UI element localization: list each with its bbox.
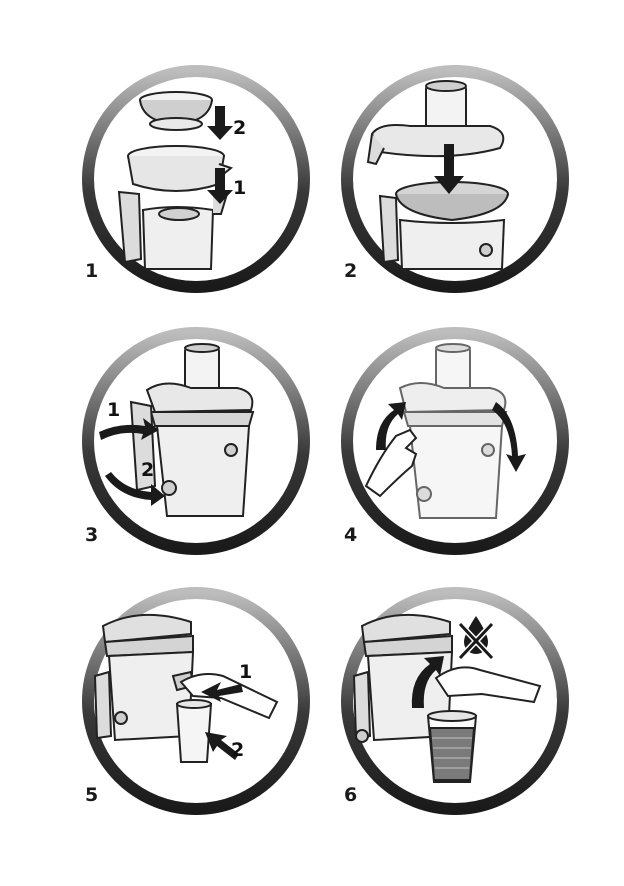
- step-number: 4: [344, 526, 357, 545]
- callout-1: 1: [239, 661, 252, 683]
- callout-2: 2: [231, 739, 244, 761]
- step-number: 3: [85, 526, 98, 545]
- step-1-illustration: 2 1: [81, 64, 311, 294]
- step-5: 1 2 5: [81, 586, 311, 816]
- step-3-illustration: 1 2: [81, 326, 311, 556]
- step-number: 1: [85, 262, 98, 281]
- glass: [428, 711, 476, 782]
- step-1: 2 1 1: [81, 64, 311, 294]
- step-6-illustration: [340, 586, 570, 816]
- step-2-illustration: [340, 64, 570, 294]
- callout-2: 2: [141, 459, 154, 481]
- step-5-illustration: 1 2: [81, 586, 311, 816]
- step-2: 2: [340, 64, 570, 294]
- step-4-illustration: [340, 326, 570, 556]
- step-3: 1 2 3: [81, 326, 311, 556]
- callout-1: 1: [107, 399, 120, 421]
- step-number: 6: [344, 786, 357, 805]
- step-6: 6: [340, 586, 570, 816]
- glass: [177, 700, 211, 762]
- callout-2: 2: [233, 117, 246, 139]
- step-number: 5: [85, 786, 98, 805]
- step-number: 2: [344, 262, 357, 281]
- callout-1: 1: [233, 177, 246, 199]
- step-4: 4: [340, 326, 570, 556]
